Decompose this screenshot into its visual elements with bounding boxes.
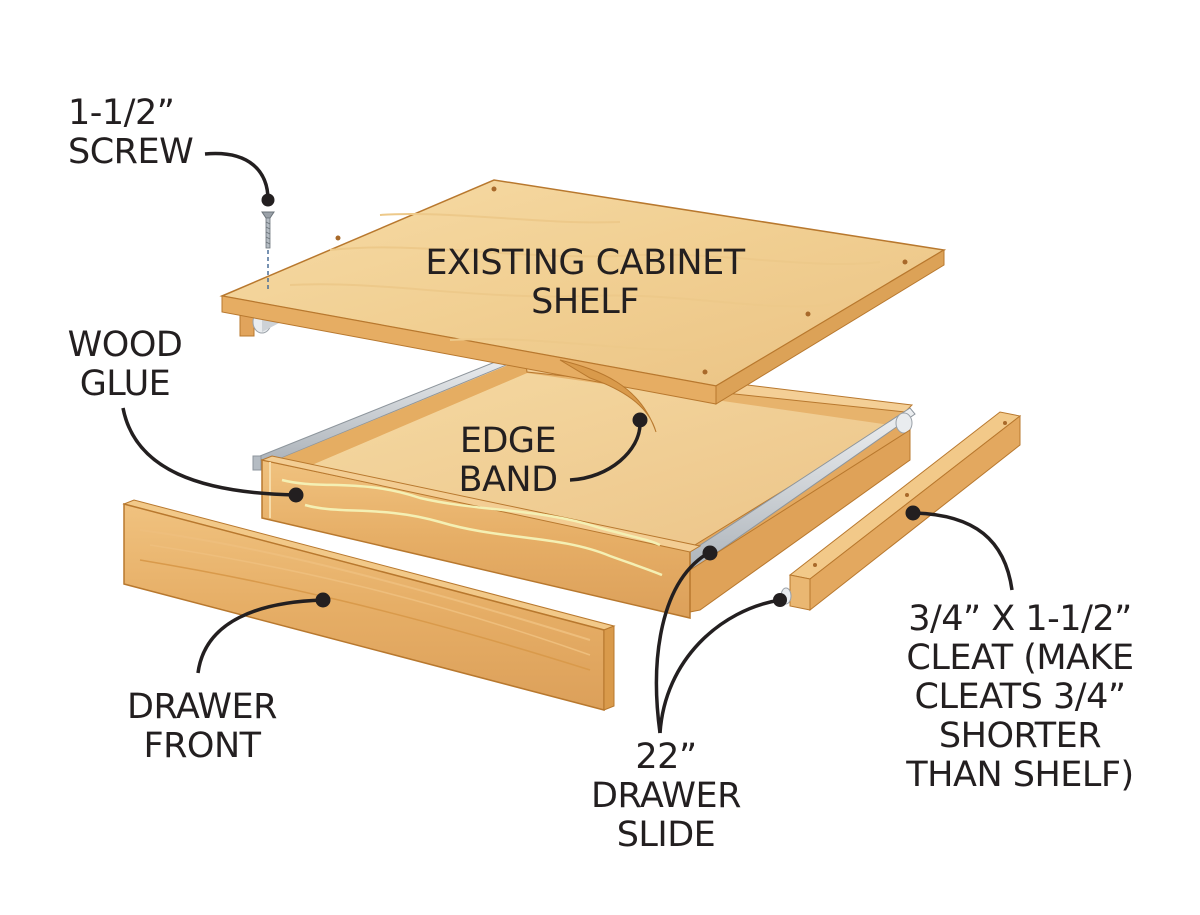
leader-dot-screw: [261, 193, 275, 207]
leader-dot-cleat: [905, 505, 921, 521]
label-edge-band: EDGE BAND: [458, 421, 558, 500]
leader-edge-band: [569, 423, 642, 482]
wood-glue-bead: [281, 478, 661, 547]
label-screw: 1-1/2” SCREW: [68, 93, 194, 172]
leader-dot-slide-2: [773, 593, 787, 607]
label-drawer-front: DRAWER FRONT: [127, 687, 277, 766]
existing-cabinet-shelf: [219, 179, 947, 405]
leader-wood-glue: [121, 407, 297, 497]
drawer-front: [122, 499, 616, 711]
label-cleat: 3/4” X 1-1/2” CLEAT (MAKE CLEATS 3/4” SH…: [906, 599, 1134, 795]
leader-screw: [204, 151, 270, 201]
leader-dot-edge-band: [632, 412, 648, 428]
leader-lines: [121, 151, 1014, 734]
label-wood-glue: WOOD GLUE: [67, 325, 183, 404]
leader-dot-slide-1: [702, 545, 718, 561]
leader-drawer-front: [196, 598, 324, 674]
drawer-floor: [300, 373, 890, 548]
leader-drawer-slide-1: [654, 550, 711, 734]
label-existing-cabinet-shelf: EXISTING CABINET SHELF: [425, 243, 745, 322]
edge-band: [559, 359, 657, 433]
leader-cleat: [914, 511, 1014, 591]
leader-dot-drawer-front: [315, 592, 331, 608]
leader-dots: [261, 193, 921, 608]
leader-dot-wood-glue: [288, 487, 304, 503]
label-drawer-slide: 22” DRAWER SLIDE: [591, 737, 741, 855]
screw: [261, 211, 275, 292]
drawer-box: [252, 351, 916, 619]
leader-drawer-slide-2: [658, 598, 781, 734]
